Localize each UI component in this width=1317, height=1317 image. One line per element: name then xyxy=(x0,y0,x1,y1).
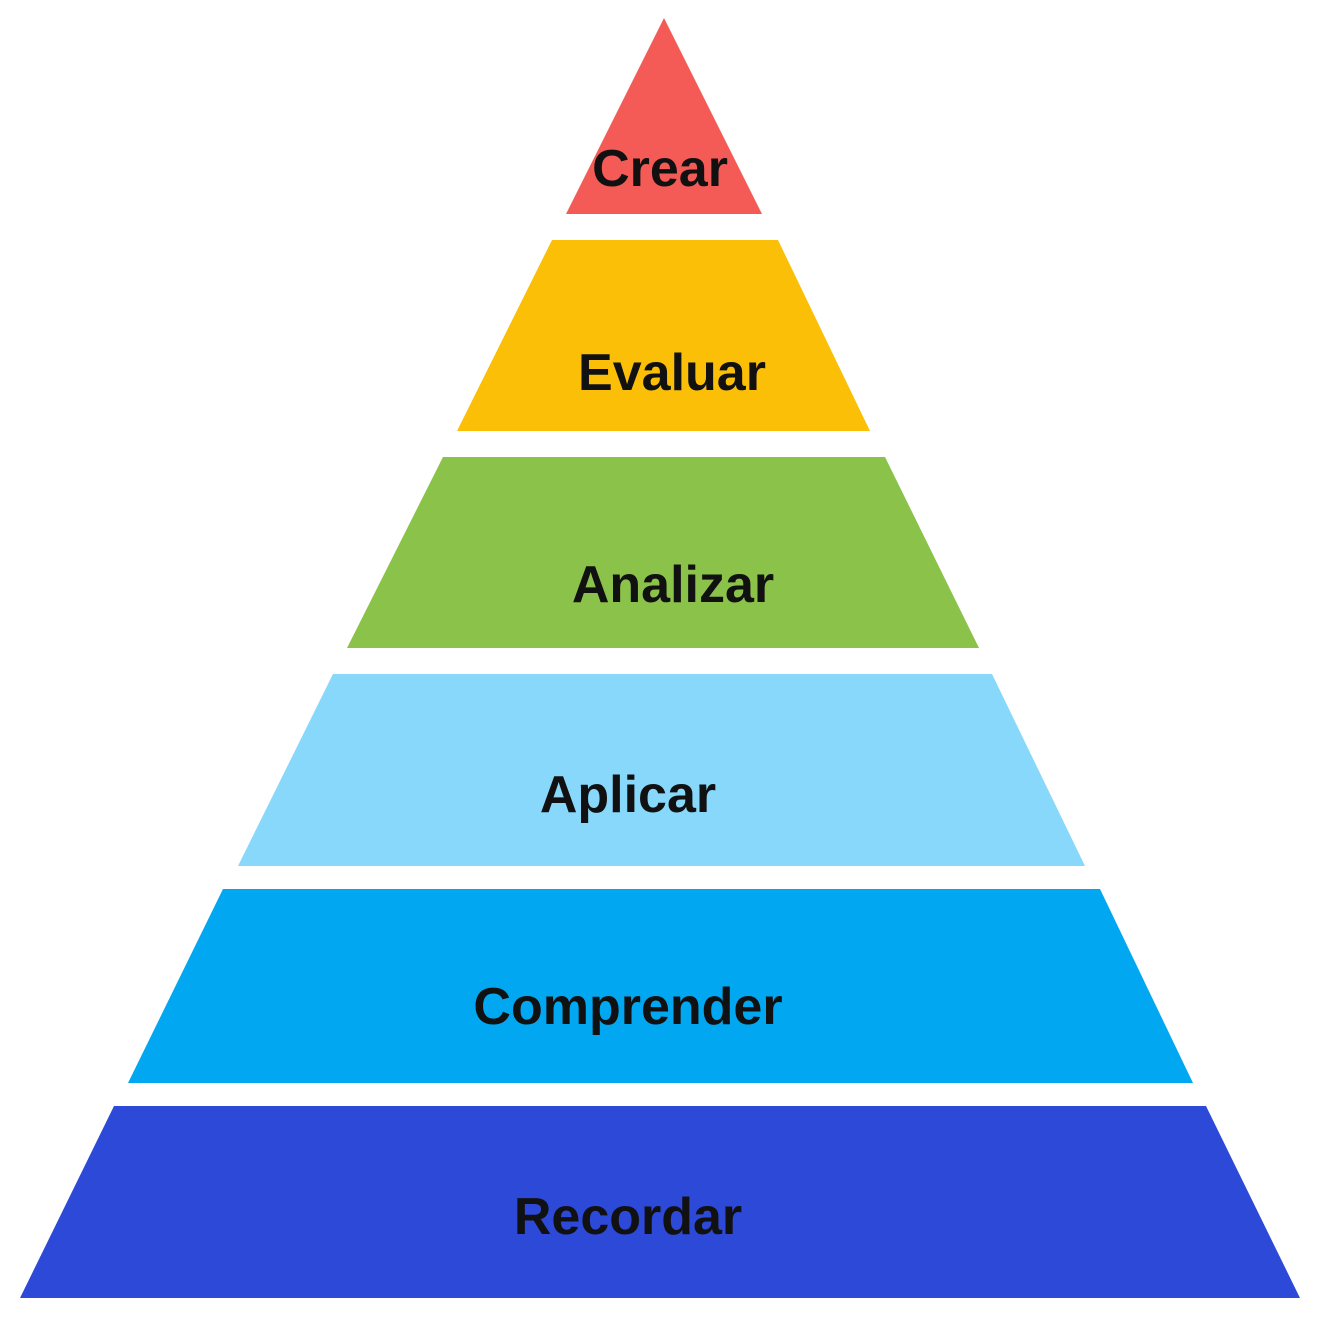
level-evaluar-shape xyxy=(457,240,870,431)
level-recordar-shape xyxy=(20,1106,1300,1298)
level-aplicar: Aplicar xyxy=(238,674,1085,866)
level-comprender-label: Comprender xyxy=(473,978,782,1036)
level-comprender: Comprender xyxy=(128,889,1193,1083)
level-recordar-label: Recordar xyxy=(514,1188,742,1246)
level-evaluar: Evaluar xyxy=(457,240,870,431)
level-aplicar-shape xyxy=(238,674,1085,866)
level-crear-shape xyxy=(566,18,762,214)
level-analizar: Analizar xyxy=(347,457,979,648)
level-aplicar-label: Aplicar xyxy=(540,766,716,824)
level-analizar-label: Analizar xyxy=(572,556,774,614)
level-evaluar-label: Evaluar xyxy=(578,344,766,402)
level-crear-label: Crear xyxy=(592,140,728,198)
level-analizar-shape xyxy=(347,457,979,648)
level-comprender-shape xyxy=(128,889,1193,1083)
level-recordar: Recordar xyxy=(20,1106,1300,1298)
level-crear: Crear xyxy=(566,18,762,214)
